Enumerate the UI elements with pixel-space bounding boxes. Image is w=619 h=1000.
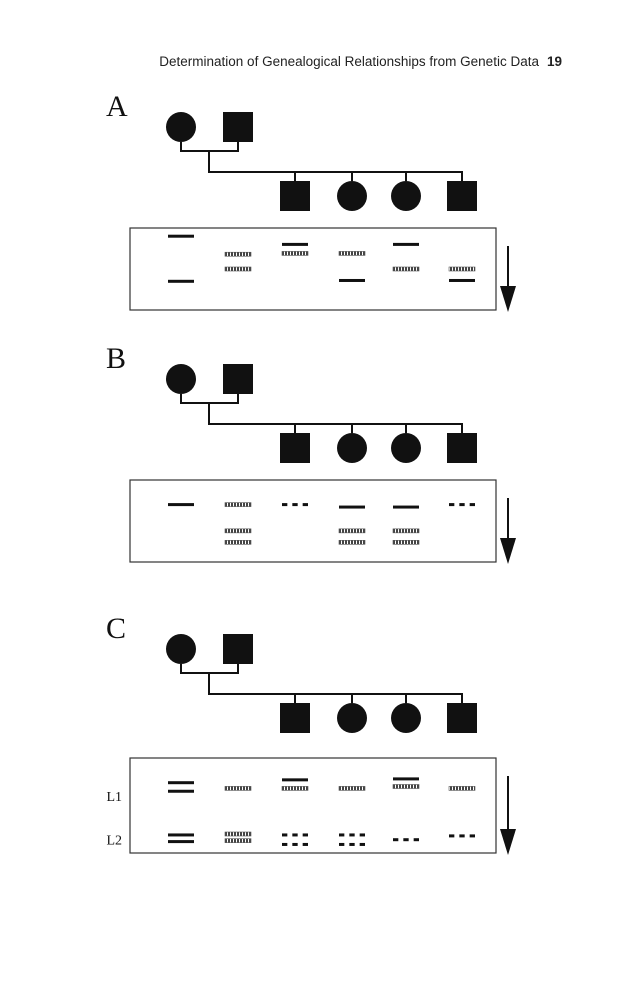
panel-c-lane-5-hatched-band [392, 784, 420, 789]
panel-b-child-1-female-symbol [337, 433, 367, 463]
panel-a-migration-arrow-head [500, 286, 516, 312]
panel-c-lane-4-dashed-band-seg [349, 842, 355, 846]
panel-a-mating-line [180, 142, 239, 152]
panel-c-lane-4-dashed-band-seg [339, 833, 345, 837]
panel-c-child-1-female-symbol [337, 703, 367, 733]
panel-c-lane-1-solid-band [168, 789, 194, 793]
panel-b-lane-3-dashed-band-seg [302, 503, 308, 507]
panel-c-lane-3-dashed-band-seg [292, 842, 298, 846]
panel-a-parent-0-female-symbol [166, 112, 196, 142]
panel-c-lane-5-solid-band [393, 777, 419, 781]
panel-a-child-0-male-symbol [280, 181, 310, 211]
panel-c-lane-4-dashed-band-seg [339, 842, 345, 846]
panel-c-lane-2-hatched-band [224, 786, 252, 791]
panel-c-lane-6-dashed-band-seg [469, 834, 475, 838]
panel-c-lane-1-solid-band [168, 833, 194, 837]
panel-b-lane-5-solid-band [393, 505, 419, 509]
panel-c-lane-6-dashed-band-seg [449, 834, 455, 838]
panel-c-lane-3-dashed-band-seg [302, 842, 308, 846]
panel-c-lane-3-dashed-band-seg [292, 833, 298, 837]
panel-b-child-0-male-symbol [280, 433, 310, 463]
panel-c-lane-5-dashed-band-seg [403, 838, 409, 842]
panel-b-lane-6-dashed-band-seg [469, 503, 475, 507]
panel-c-lane-2-hatched-band [224, 838, 252, 843]
panel-c-lane-4-dashed-band-seg [359, 833, 365, 837]
panel-c-lane-5-dashed-band-seg [393, 838, 399, 842]
panel-a-lane-2-hatched-band [224, 251, 252, 257]
panel-b-lane-1-solid-band [168, 503, 194, 507]
panel-b-lane-4-solid-band [339, 505, 365, 509]
panel-c-gel-box [129, 757, 497, 854]
panel-c-lane-1-solid-band [168, 840, 194, 844]
panel-c-child-2-female-symbol [391, 703, 421, 733]
panel-c-mating-line [180, 664, 239, 674]
panel-b-lane-2-hatched-band [224, 502, 252, 507]
panel-c-lane-6-dashed-band-seg [459, 834, 465, 838]
panel-b-lane-6-dashed-band-seg [459, 503, 465, 507]
panel-a-lane-6-hatched-band [448, 266, 476, 272]
panel-c-lane-2-hatched-band [224, 831, 252, 837]
panel-b-child-3-male-symbol [447, 433, 477, 463]
panel-a-child-1-female-symbol [337, 181, 367, 211]
panel-c-lane-3-dashed-band-seg [282, 842, 288, 846]
panel-c-lane-label-l1: L1 [106, 790, 122, 805]
panel-a-lane-5-solid-band [393, 242, 419, 246]
running-title: Determination of Genealogical Relationsh… [159, 54, 539, 69]
panel-c-lane-1-solid-band [168, 781, 194, 785]
panel-c-lane-3-hatched-band [281, 786, 309, 791]
panel-b-lane-5-hatched-band [392, 528, 420, 534]
panel-b-gel-box [129, 479, 497, 563]
panel-b-lane-2-hatched-band [224, 528, 252, 534]
panel-c-lane-3-dashed-band-seg [282, 833, 288, 837]
panel-label-c: C [106, 612, 127, 645]
panel-c-child-0-male-symbol [280, 703, 310, 733]
panel-label-b: B [106, 342, 127, 375]
panel-a-lane-6-solid-band [449, 278, 475, 282]
panel-a-lane-1-solid-band [168, 279, 194, 283]
panel-b-parent-0-female-symbol [166, 364, 196, 394]
panel-c-lane-3-solid-band [282, 778, 308, 782]
panel-a-child-3-male-symbol [447, 181, 477, 211]
panel-b-parent-1-male-symbol [223, 364, 253, 394]
panel-a-lane-5-hatched-band [392, 266, 420, 272]
panel-b-lane-4-hatched-band [338, 528, 366, 534]
panel-c-migration-arrow-head [500, 829, 516, 855]
panel-c-lane-4-hatched-band [338, 786, 366, 791]
panel-c-parent-1-male-symbol [223, 634, 253, 664]
panel-b-lane-4-hatched-band [338, 540, 366, 545]
panel-a-lane-4-hatched-band [338, 251, 366, 256]
panel-b-child-2-female-symbol [391, 433, 421, 463]
panel-b-lane-2-hatched-band [224, 540, 252, 545]
panel-c-lane-6-hatched-band [448, 786, 476, 791]
panel-b-mating-line [180, 394, 239, 404]
panel-a-lane-3-hatched-band [281, 251, 309, 256]
panel-c-lane-4-dashed-band-seg [359, 842, 365, 846]
page-number: 19 [546, 54, 562, 69]
panel-a-lane-1-solid-band [168, 234, 194, 238]
panel-label-a: A [106, 90, 128, 123]
panel-c-child-3-male-symbol [447, 703, 477, 733]
panel-b-lane-5-hatched-band [392, 540, 420, 545]
panel-c-parent-0-female-symbol [166, 634, 196, 664]
panel-b-lane-6-dashed-band-seg [449, 503, 455, 507]
panel-b-lane-3-dashed-band-seg [282, 503, 288, 507]
panel-c-lane-4-dashed-band-seg [349, 833, 355, 837]
panel-a-lane-3-solid-band [282, 242, 308, 246]
running-head: Determination of Genealogical Relationsh… [0, 54, 562, 69]
panel-a-parent-1-male-symbol [223, 112, 253, 142]
panel-a-child-2-female-symbol [391, 181, 421, 211]
panel-b-migration-arrow-head [500, 538, 516, 564]
panel-b-lane-3-dashed-band-seg [292, 503, 298, 507]
panel-c-lane-3-dashed-band-seg [302, 833, 308, 837]
panel-a-lane-2-hatched-band [224, 266, 252, 272]
panel-c-lane-5-dashed-band-seg [413, 838, 419, 842]
panel-a-lane-4-solid-band [339, 278, 365, 282]
panel-a-gel-box [129, 227, 497, 311]
panel-c-lane-label-l2: L2 [106, 834, 122, 849]
